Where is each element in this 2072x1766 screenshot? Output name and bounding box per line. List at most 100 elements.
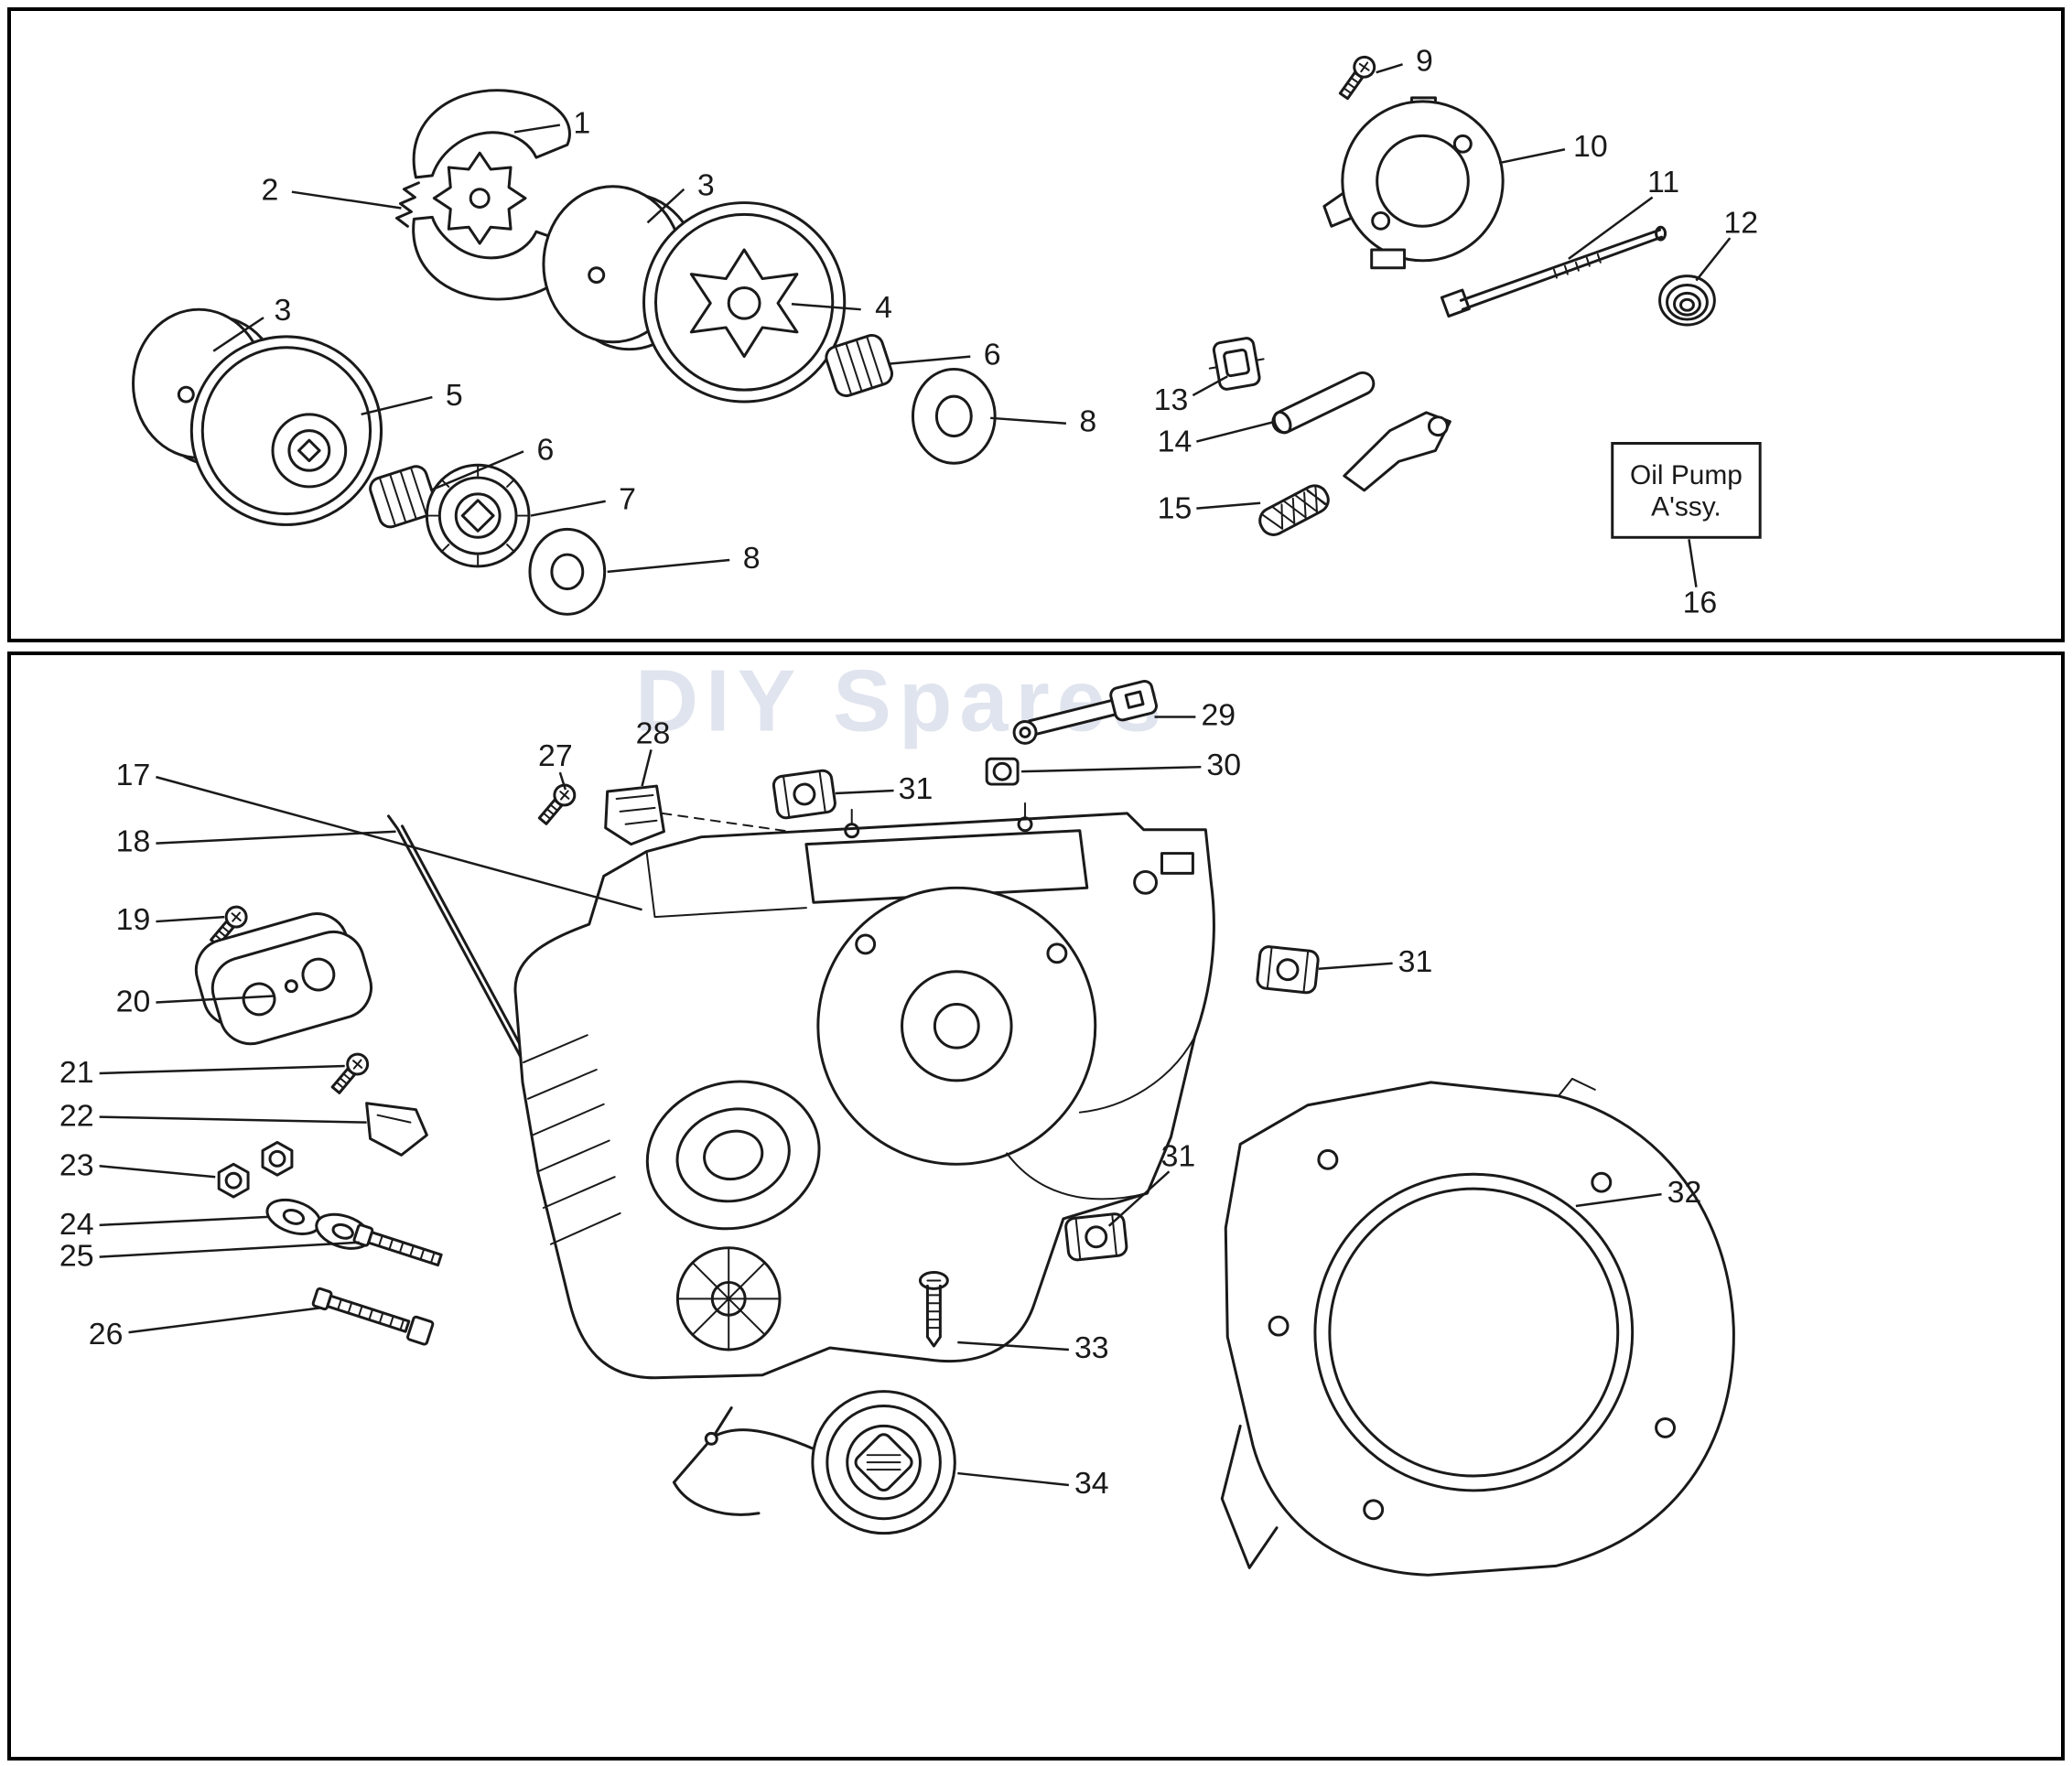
crankcase-drawing: DIY Spares: [59, 655, 1735, 1577]
callout-14-label: 14: [1158, 425, 1192, 459]
wedge-bracket-drawing: [365, 1102, 428, 1157]
callout-3-leader: [212, 317, 264, 352]
clutch-assembly-drawing: Oil Pump A'ssy. 123345667889101112131415…: [132, 43, 1762, 620]
crankcase-panel: DIY Spares: [7, 651, 2065, 1761]
callout-16-label: 16: [1683, 586, 1718, 620]
callout-30-label: 30: [1206, 748, 1241, 782]
callout-34-leader: [957, 1471, 1070, 1487]
callout-28-label: 28: [636, 716, 671, 750]
oil-pump-housing-drawing: [1322, 96, 1505, 270]
combination-key-drawing: [1012, 679, 1158, 745]
callout-30-leader: [1021, 765, 1202, 773]
callout-19-label: 19: [116, 902, 151, 937]
square-nut-drawing: [985, 757, 1020, 786]
callout-33-leader: [957, 1341, 1069, 1351]
callout-7-label: 7: [619, 482, 636, 517]
clutch-shoes-drawing: [394, 89, 573, 301]
callout-9-label: 9: [1416, 43, 1433, 78]
diy-spares-watermark: DIY Spares: [635, 655, 1169, 749]
pump-screw-drawing: [1338, 55, 1376, 101]
callout-13-label: 13: [1154, 382, 1189, 417]
callout-3-label: 3: [275, 293, 292, 328]
callout-9-leader: [1376, 63, 1403, 74]
callout-27-leader: [558, 771, 567, 791]
callout-18-leader: [156, 830, 396, 845]
pump-shaft-drawing: [1440, 225, 1667, 318]
callout-31-leader: [835, 789, 894, 795]
callout-11-label: 11: [1647, 165, 1679, 199]
washer-right-drawing: [911, 367, 997, 465]
callout-1-leader: [513, 124, 561, 134]
callout-21-leader: [99, 1064, 345, 1075]
callout-2-leader: [291, 190, 402, 210]
callout-2-label: 2: [262, 173, 279, 208]
callout-3-label: 3: [697, 168, 715, 203]
clip-nut-top-drawing: [772, 769, 836, 820]
coil-seal-drawing: [1658, 275, 1716, 327]
side-cover-drawing: [1220, 1077, 1735, 1577]
bracket-screw-drawing: [537, 783, 577, 825]
callout-24-label: 24: [59, 1207, 94, 1242]
vent-screw-drawing: [918, 1271, 949, 1348]
callout-31-label: 31: [1161, 1138, 1196, 1173]
callout-4-leader: [791, 303, 861, 311]
callout-14-leader: [1196, 420, 1276, 443]
washer-left-drawing: [528, 527, 607, 616]
callout-33-label: 33: [1074, 1330, 1109, 1365]
oil-pump-assy-label-line1: Oil Pump: [1630, 460, 1743, 490]
callout-6-leader: [429, 450, 524, 492]
callout-11-leader: [1568, 196, 1654, 260]
flange-nuts-drawing: [217, 1140, 294, 1199]
clip-nut-right-drawing: [1256, 945, 1320, 995]
callout-8-leader: [990, 416, 1066, 425]
callout-34-label: 34: [1074, 1466, 1109, 1501]
callout-7-leader: [530, 500, 606, 517]
callout-24-leader: [99, 1215, 269, 1227]
sprocket-drum-drawing: [642, 201, 847, 404]
callout-12-leader: [1695, 237, 1732, 282]
callout-6-label: 6: [536, 432, 554, 467]
fuel-cap-drawing: [672, 1390, 956, 1535]
callout-26-label: 26: [89, 1317, 124, 1351]
callout-3-leader: [646, 188, 685, 224]
callout-22-label: 22: [59, 1099, 94, 1134]
callout-1-label: 1: [573, 106, 590, 141]
callout-26-leader: [128, 1307, 321, 1334]
oil-pump-assy-box: Oil Pump A'ssy.: [1611, 442, 1762, 539]
callout-32-label: 32: [1667, 1175, 1702, 1210]
callout-8-label: 8: [1079, 404, 1096, 439]
oil-pump-assy-label-line2: A'ssy.: [1651, 492, 1721, 522]
callout-31-leader: [1107, 1170, 1171, 1227]
callout-12-label: 12: [1723, 205, 1758, 240]
crankcase-body-drawing: [513, 802, 1215, 1380]
callout-6-label: 6: [984, 338, 1001, 372]
callout-31-label: 31: [899, 771, 933, 806]
long-screw-lower-drawing: [311, 1287, 435, 1346]
callout-17-label: 17: [116, 758, 151, 792]
callout-25-leader: [99, 1241, 360, 1258]
clutch-drum-left-drawing: [189, 335, 383, 526]
callout-29-label: 29: [1201, 698, 1236, 733]
pump-plunger-drawing: [1258, 411, 1451, 536]
guide-screw-drawing: [330, 1052, 370, 1094]
long-screw-upper-drawing: [352, 1223, 443, 1267]
stop-bracket-drawing: [604, 784, 665, 846]
callout-20-label: 20: [116, 985, 151, 1019]
callout-23-label: 23: [59, 1147, 94, 1182]
callout-20-leader: [156, 995, 275, 1004]
rim-sprocket-drawing: [425, 463, 531, 568]
pump-pin-drawing: [1271, 371, 1376, 435]
guide-plate-front-drawing: [210, 930, 372, 1046]
callout-31-leader: [1318, 962, 1393, 970]
callout-25-label: 25: [59, 1239, 94, 1274]
needle-bearing-left-drawing: [369, 465, 437, 529]
callout-6-leader: [890, 355, 971, 365]
callout-21-label: 21: [59, 1055, 94, 1090]
callout-10-leader: [1498, 148, 1566, 165]
callout-15-label: 15: [1158, 491, 1192, 526]
callout-31-label: 31: [1398, 944, 1433, 979]
callout-16-leader: [1688, 539, 1698, 587]
callout-10-label: 10: [1573, 129, 1608, 164]
callout-5-label: 5: [446, 378, 463, 413]
